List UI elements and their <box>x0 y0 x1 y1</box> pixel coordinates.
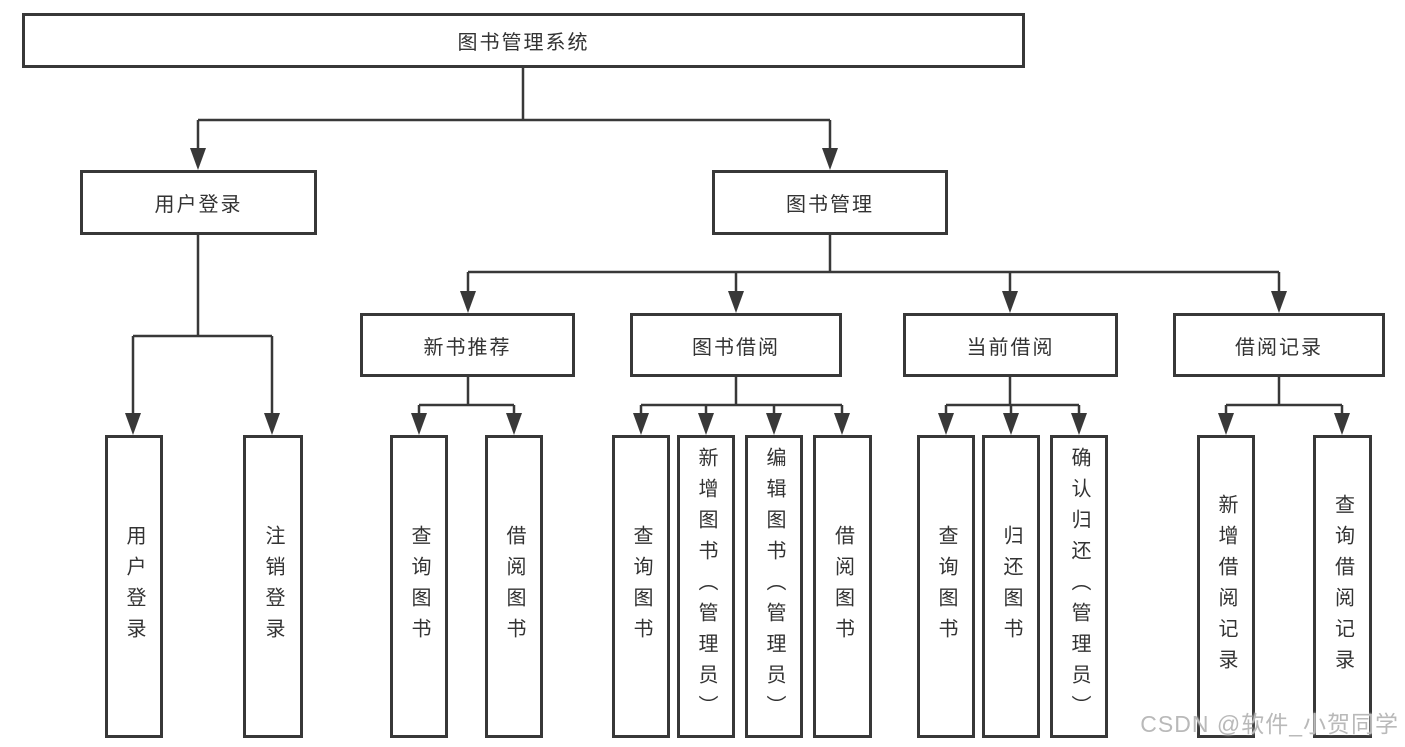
node-leaf-add-borrow-record-label: 新增借阅记录 <box>1215 493 1237 680</box>
node-user-login-branch: 用户登录 <box>80 170 317 235</box>
node-leaf-logout-label: 注销登录 <box>262 524 284 649</box>
node-leaf-borrow-books-1-label: 借阅图书 <box>503 524 525 649</box>
node-book-management-label: 图书管理 <box>786 194 874 216</box>
node-leaf-query-books-2: 查询图书 <box>612 435 670 738</box>
node-current-borrowing: 当前借阅 <box>903 313 1118 377</box>
node-leaf-query-borrow-record: 查询借阅记录 <box>1313 435 1372 738</box>
node-leaf-add-books-admin: 新增图书（管理员） <box>677 435 735 738</box>
node-leaf-logout: 注销登录 <box>243 435 303 738</box>
node-new-book-recommend: 新书推荐 <box>360 313 575 377</box>
node-leaf-confirm-return-admin-label: 确认归还（管理员） <box>1068 447 1090 726</box>
node-leaf-return-books: 归还图书 <box>982 435 1040 738</box>
node-leaf-confirm-return-admin: 确认归还（管理员） <box>1050 435 1108 738</box>
node-user-login-branch-label: 用户登录 <box>154 194 243 216</box>
watermark: CSDN @软件_小贺同学 <box>1140 711 1399 737</box>
node-borrowing-records: 借阅记录 <box>1173 313 1385 377</box>
node-leaf-query-books-1: 查询图书 <box>390 435 448 738</box>
node-current-borrowing-label: 当前借阅 <box>966 336 1055 359</box>
node-leaf-return-books-label: 归还图书 <box>1000 524 1022 649</box>
node-leaf-edit-books-admin-label: 编辑图书（管理员） <box>763 447 785 726</box>
node-leaf-query-borrow-record-label: 查询借阅记录 <box>1331 493 1354 680</box>
node-root-system-label: 图书管理系统 <box>457 32 590 54</box>
node-root-system: 图书管理系统 <box>22 13 1025 68</box>
node-leaf-query-books-1-label: 查询图书 <box>408 524 430 649</box>
node-leaf-borrow-books-1: 借阅图书 <box>485 435 543 738</box>
node-new-book-recommend-label: 新书推荐 <box>423 336 512 359</box>
node-book-borrowing-label: 图书借阅 <box>692 336 780 359</box>
node-leaf-user-login-label: 用户登录 <box>123 524 145 649</box>
node-leaf-query-books-3-label: 查询图书 <box>935 524 957 649</box>
node-leaf-query-books-2-label: 查询图书 <box>630 524 652 649</box>
node-leaf-add-books-admin-label: 新增图书（管理员） <box>695 447 717 726</box>
node-leaf-user-login: 用户登录 <box>105 435 163 738</box>
node-leaf-add-borrow-record: 新增借阅记录 <box>1197 435 1255 738</box>
node-leaf-query-books-3: 查询图书 <box>917 435 975 738</box>
node-book-management: 图书管理 <box>712 170 948 235</box>
node-leaf-borrow-books-2: 借阅图书 <box>813 435 872 738</box>
node-borrowing-records-label: 借阅记录 <box>1235 336 1323 359</box>
node-leaf-edit-books-admin: 编辑图书（管理员） <box>745 435 803 738</box>
node-book-borrowing: 图书借阅 <box>630 313 842 377</box>
node-leaf-borrow-books-2-label: 借阅图书 <box>831 524 854 649</box>
